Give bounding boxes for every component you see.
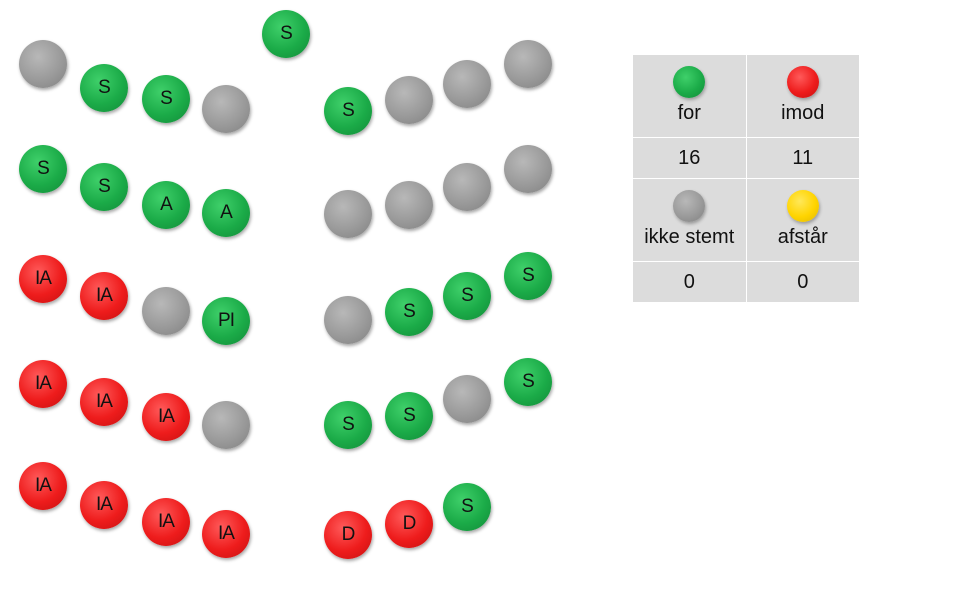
vote-legend: for imod 16 11 ikke stemt afstår 0 0	[632, 54, 860, 303]
seat: S	[80, 64, 128, 112]
seat: IA	[202, 510, 250, 558]
seat: D	[324, 511, 372, 559]
legend-against-label: imod	[781, 102, 825, 124]
seat	[19, 40, 67, 88]
seat: IA	[142, 393, 190, 441]
legend-for-label: for	[677, 102, 701, 124]
seat	[443, 375, 491, 423]
seat: IA	[19, 255, 67, 303]
seat: S	[142, 75, 190, 123]
seat	[385, 181, 433, 229]
seat: S	[80, 163, 128, 211]
yellow-dot-icon	[786, 190, 819, 222]
seat: IA	[19, 360, 67, 408]
seat: S	[385, 288, 433, 336]
seat: S	[443, 483, 491, 531]
seat	[202, 401, 250, 449]
seat	[504, 145, 552, 193]
seat	[324, 296, 372, 344]
legend-against-count: 11	[745, 137, 860, 179]
grey-dot-icon	[673, 190, 706, 222]
legend-for: for	[632, 54, 747, 138]
seat: S	[504, 252, 552, 300]
seat	[142, 287, 190, 335]
seat: IA	[80, 272, 128, 320]
seat: S	[324, 401, 372, 449]
seat	[202, 85, 250, 133]
legend-abstain: afstår	[745, 178, 860, 262]
seat: IA	[80, 481, 128, 529]
legend-abstain-count: 0	[745, 261, 860, 303]
red-dot-icon	[786, 66, 819, 98]
legend-against: imod	[745, 54, 860, 138]
legend-for-count: 16	[632, 137, 747, 179]
seat: S	[19, 145, 67, 193]
legend-notvoted: ikke stemt	[632, 178, 747, 262]
seat: S	[324, 87, 372, 135]
seat: PI	[202, 297, 250, 345]
seat	[443, 60, 491, 108]
seat: D	[385, 500, 433, 548]
seat	[443, 163, 491, 211]
seat	[504, 40, 552, 88]
seat: S	[504, 358, 552, 406]
legend-notvoted-count: 0	[632, 261, 747, 303]
seat: IA	[80, 378, 128, 426]
seat: S	[262, 10, 310, 58]
seat	[385, 76, 433, 124]
legend-abstain-label: afstår	[777, 226, 828, 248]
green-dot-icon	[673, 66, 706, 98]
seat: A	[202, 189, 250, 237]
seat: A	[142, 181, 190, 229]
seat: S	[385, 392, 433, 440]
seat: IA	[142, 498, 190, 546]
seat: IA	[19, 462, 67, 510]
seat	[324, 190, 372, 238]
legend-notvoted-label: ikke stemt	[644, 226, 735, 248]
seat: S	[443, 272, 491, 320]
